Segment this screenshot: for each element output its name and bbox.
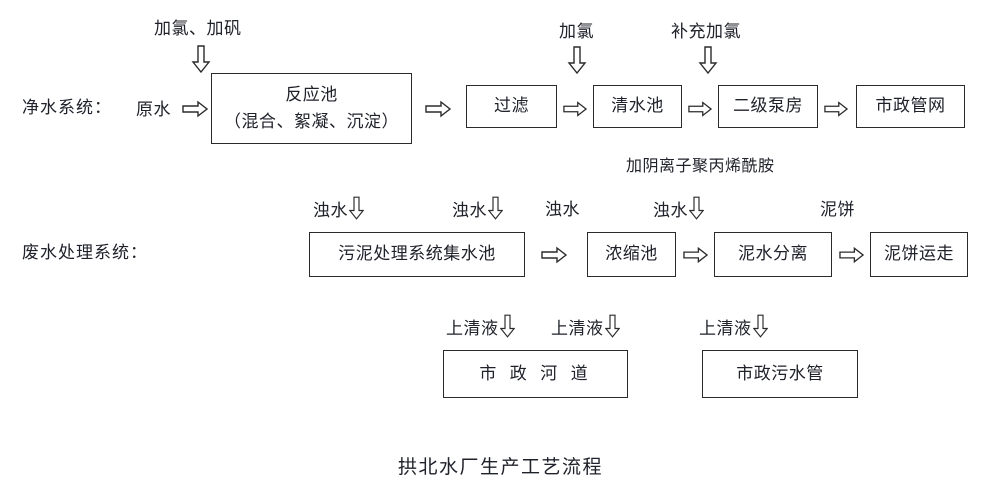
process-box-secondary-pump-house-line1: 二级泵房 [733,96,803,117]
process-box-municipal-sewage-pipe[interactable]: 市政污水管 [702,350,858,398]
process-box-mud-cake-removal[interactable]: 泥饼运走 [870,232,968,277]
feed-label-turbid-water-2: 浊水 [452,195,503,221]
right-arrow-icon-separation-to-cake-removal [839,246,865,264]
note-anionic-polyacrylamide: 加阴离子聚丙烯酰胺 [626,156,775,175]
feed-label-supernatant-1-text: 上清液 [446,318,499,339]
inlet-label-raw-water: 原水 [136,100,171,120]
process-box-clear-water-pool-line1: 清水池 [611,96,664,117]
feed-label-mud-cake: 泥饼 [820,195,855,220]
process-box-secondary-pump-house[interactable]: 二级泵房 [718,85,818,128]
down-arrow-icon-chlorine-alum [191,45,211,74]
process-box-sludge-collection-pool-line1: 污泥处理系统集水池 [338,244,496,265]
process-box-reaction-pool[interactable]: 反应池 （混合、絮凝、沉淀） [211,73,412,144]
process-box-thickening-pool[interactable]: 浓缩池 [587,232,676,277]
feed-label-supernatant-1: 上清液 [446,313,515,339]
feed-label-turbid-water-4-text: 浊水 [653,200,688,221]
down-arrow-icon-supplemental-chlorine [698,46,718,75]
process-box-municipal-pipe-network-line1: 市政管网 [875,96,946,117]
diagram-title: 拱北水厂生产工艺流程 [398,456,604,478]
feed-label-mud-cake-text: 泥饼 [820,200,855,220]
process-box-municipal-river-channel-line1: 市 政 河 道 [479,363,592,384]
feed-label-supernatant-3-text: 上清液 [699,318,752,339]
feed-label-supernatant-2: 上清液 [551,313,620,339]
right-arrow-icon-clearwell-to-pumphouse [688,101,713,117]
right-arrow-icon-collection-to-thickener [539,246,569,264]
dosing-label-chlorine-clearwell: 加氯 [559,22,594,42]
feed-label-turbid-water-4: 浊水 [653,195,704,221]
process-box-mud-water-separation-line1: 泥水分离 [738,244,808,265]
process-box-clear-water-pool[interactable]: 清水池 [593,85,682,128]
process-box-mud-cake-removal-line1: 泥饼运走 [884,244,954,265]
down-arrow-icon-supernatant-1 [499,313,515,339]
process-box-municipal-sewage-pipe-line1: 市政污水管 [736,363,824,384]
dosing-label-supplemental-chlorine: 补充加氯 [671,22,741,42]
feed-label-turbid-water-3: 浊水 [545,195,580,220]
process-box-mud-water-separation[interactable]: 泥水分离 [714,232,832,277]
down-arrow-icon-turbid-water-4 [689,195,704,221]
process-box-filtration-line1: 过滤 [494,96,529,117]
down-arrow-icon-chlorine-clearwell [567,46,587,75]
process-box-sludge-collection-pool[interactable]: 污泥处理系统集水池 [309,232,525,277]
feed-label-turbid-water-1: 浊水 [313,195,364,221]
feed-label-supernatant-2-text: 上清液 [551,318,604,339]
feed-label-turbid-water-3-text: 浊水 [545,200,580,220]
dosing-label-chlorine-alum: 加氯、加矾 [154,19,242,39]
down-arrow-icon-turbid-water-1 [349,195,364,221]
down-arrow-icon-supernatant-2 [604,313,620,339]
process-box-reaction-pool-line1: 反应池 [285,85,338,106]
process-box-reaction-pool-line2: （混合、絮凝、沉淀） [224,111,399,132]
feed-label-turbid-water-1-text: 浊水 [313,200,348,221]
row-label-clean-water-system: 净水系统： [22,98,112,118]
right-arrow-icon-raw-water-to-reaction [182,100,209,118]
process-box-filtration[interactable]: 过滤 [466,85,557,128]
row-label-wastewater-system: 废水处理系统： [22,243,148,263]
process-box-municipal-river-channel[interactable]: 市 政 河 道 [443,350,628,398]
right-arrow-icon-thickener-to-separation [683,246,709,264]
process-box-municipal-pipe-network[interactable]: 市政管网 [856,85,965,128]
right-arrow-icon-filter-to-clearwell [563,101,588,117]
right-arrow-icon-pumphouse-to-network [824,101,849,117]
down-arrow-icon-supernatant-3 [752,313,768,339]
right-arrow-icon-reaction-to-filter [425,100,452,118]
process-box-thickening-pool-line1: 浓缩池 [605,244,658,265]
feed-label-supernatant-3: 上清液 [699,313,768,339]
down-arrow-icon-turbid-water-2 [488,195,503,221]
feed-label-turbid-water-2-text: 浊水 [452,200,487,221]
